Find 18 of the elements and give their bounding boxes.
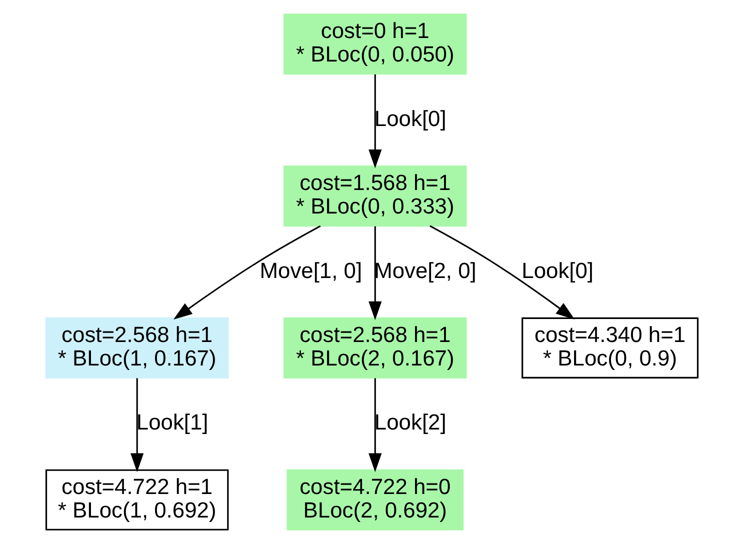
arrow bbox=[368, 378, 382, 472]
edge-label: Move[1, 0] bbox=[259, 258, 362, 283]
node-box: cost=0 h=1 * BLoc(0, 0.050) bbox=[283, 14, 466, 75]
arrow bbox=[130, 378, 144, 472]
edge-label: Look[1] bbox=[136, 410, 208, 435]
arrow bbox=[368, 74, 382, 168]
node-box: cost=1.568 h=1 * BLoc(0, 0.333) bbox=[283, 166, 466, 227]
arrow bbox=[172, 225, 320, 320]
node-box: cost=4.722 h=0 BLoc(2, 0.692) bbox=[286, 469, 464, 530]
arrow bbox=[429, 225, 574, 320]
node-box: cost=2.568 h=1 * BLoc(1, 0.167) bbox=[44, 317, 228, 378]
node-box: cost=4.340 h=1 * BLoc(0, 0.9) bbox=[521, 317, 698, 378]
node-box: cost=4.722 h=1 * BLoc(1, 0.692) bbox=[44, 469, 228, 530]
arrow bbox=[368, 226, 382, 320]
edge-label: Look[0] bbox=[374, 106, 446, 131]
edge-label: Look[0] bbox=[521, 258, 594, 283]
edge-label: Look[2] bbox=[374, 410, 446, 435]
node-box: cost=2.568 h=1 * BLoc(2, 0.167) bbox=[283, 317, 466, 378]
